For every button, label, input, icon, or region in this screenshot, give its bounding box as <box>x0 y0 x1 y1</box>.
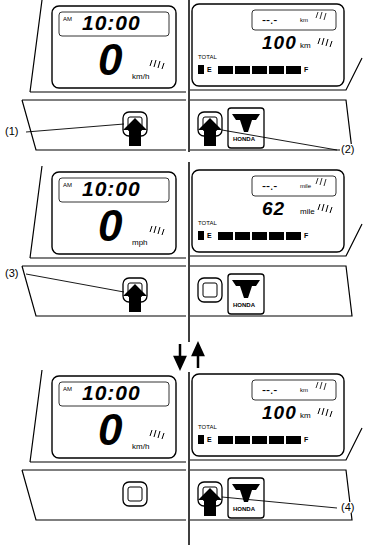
callout-number: (3) <box>4 268 19 279</box>
fuel-empty: E <box>207 66 212 73</box>
odometer-display: 100 <box>262 403 297 422</box>
fuel-empty: E <box>207 232 212 239</box>
unit-label: km <box>300 412 311 420</box>
fuel-empty: E <box>207 436 212 443</box>
clock-display: 10:00 <box>82 178 141 199</box>
total-label: TOTAL <box>198 424 217 430</box>
am-indicator: AM <box>63 16 72 22</box>
unit-label: km/h <box>132 443 149 451</box>
odometer-panel <box>190 4 362 150</box>
fuel-full: F <box>304 232 308 239</box>
odometer-panel <box>190 374 362 520</box>
divider-line <box>188 0 190 545</box>
unit-label: mile <box>300 183 311 189</box>
fuel-full: F <box>304 436 308 443</box>
unit-label: km <box>300 387 308 393</box>
unit-label: mph <box>132 239 148 247</box>
clock-display: 10:00 <box>82 12 141 33</box>
unit-label: km <box>300 17 308 23</box>
callout-number: (4) <box>340 502 355 513</box>
speedometer-panel <box>22 0 186 150</box>
brand-logo: HONDA <box>233 506 255 512</box>
press-arrow <box>198 118 222 146</box>
speed-display: 0 <box>98 38 123 82</box>
speed-display: 0 <box>98 204 123 248</box>
odometer-display: 62 <box>262 199 285 218</box>
odometer-display: 100 <box>262 33 297 52</box>
unit-label: mile <box>300 208 315 216</box>
am-indicator: AM <box>63 386 72 392</box>
trip-display: --.- <box>262 384 277 396</box>
speedometer-panel <box>22 166 186 316</box>
leader-line <box>26 274 124 292</box>
leader-line <box>26 124 124 132</box>
total-label: TOTAL <box>198 54 217 60</box>
speedometer-panel <box>22 370 186 520</box>
total-label: TOTAL <box>198 220 217 226</box>
press-arrow <box>123 118 147 146</box>
down-arrow <box>175 344 185 368</box>
trip-display: --.- <box>262 180 277 192</box>
press-arrow <box>198 488 222 516</box>
speed-display: 0 <box>98 408 123 452</box>
callout-number: (1) <box>4 126 19 137</box>
am-indicator: AM <box>63 182 72 188</box>
trip-display: --.- <box>262 14 277 26</box>
brand-logo: HONDA <box>233 302 255 308</box>
callout-number: (2) <box>340 144 355 155</box>
leader-line <box>222 130 337 150</box>
unit-label: km <box>300 42 311 50</box>
press-arrow <box>123 284 147 312</box>
clock-display: 10:00 <box>82 382 141 403</box>
up-arrow <box>193 344 203 368</box>
odometer-panel <box>190 170 362 316</box>
brand-logo: HONDA <box>233 136 255 142</box>
unit-label: km/h <box>132 73 149 81</box>
fuel-full: F <box>304 66 308 73</box>
